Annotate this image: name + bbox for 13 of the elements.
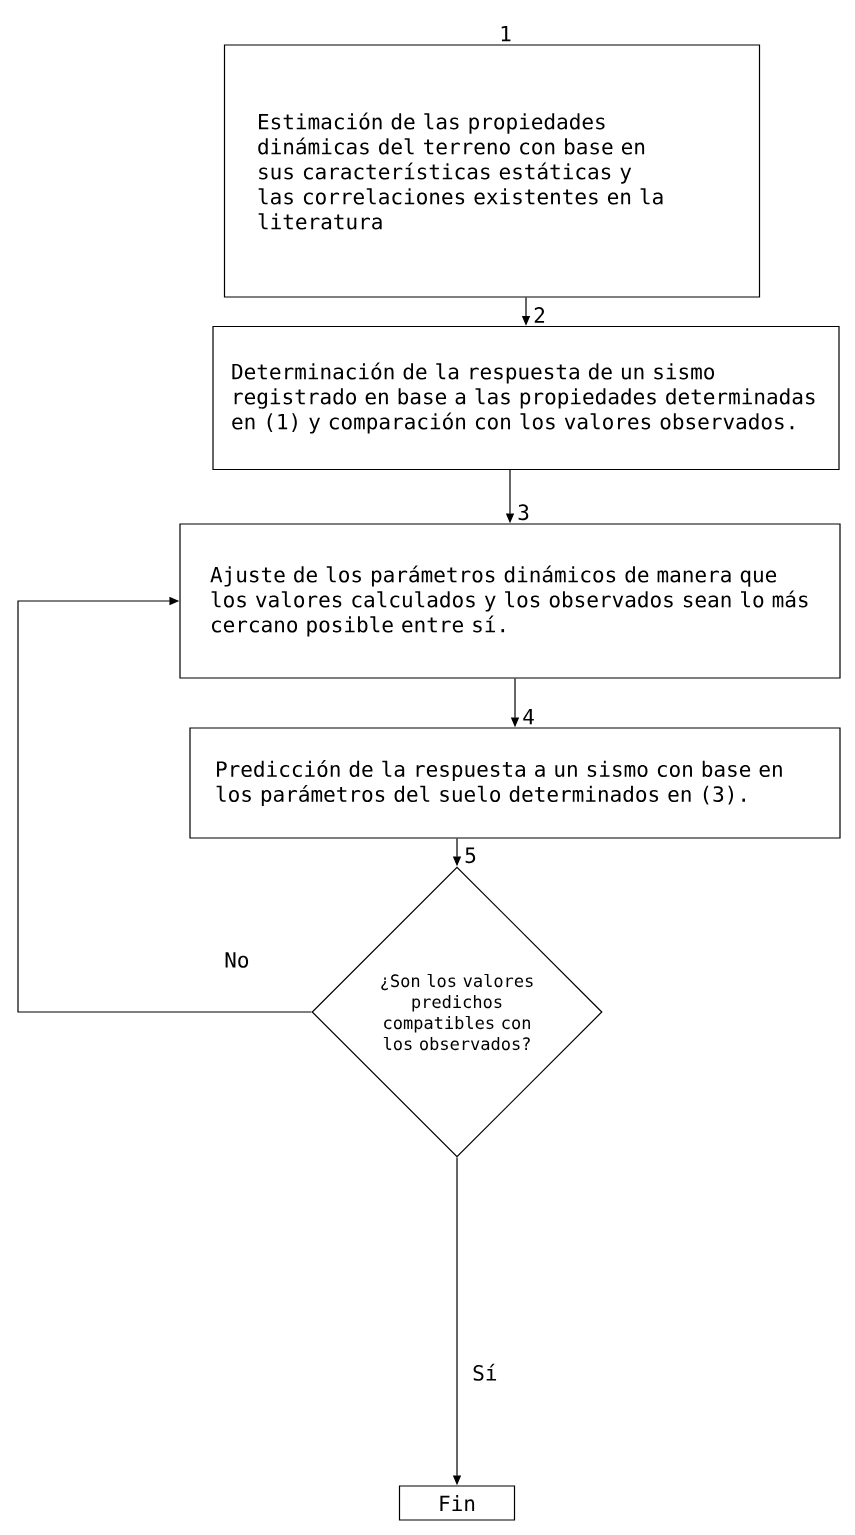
step-number: 4 [523,708,534,725]
terminal-box: Fin [398,1485,516,1521]
edge-label: No [222,950,252,970]
process-box: Ajuste de los parámetros dinámicos de manera que los valores calculados y los observados sean lo más cercano posible entre sí. [179,523,841,679]
process-box: Estimación de las propiedades dinámicas del terreno con base en sus características estáticas y las correlaciones existentes en la literatura [223,44,761,298]
process-box: Determinación de la respuesta de un sismo registrado en base a las propiedades determinadas en (1) y comparación con los valores observados. [212,325,840,471]
arrow [17,596,312,1013]
step-number: 1 [501,25,511,42]
step-number: 5 [465,847,476,864]
process-box: Predicción de la respuesta a un sismo con base en los parámetros del suelo determinados en (3). [189,727,841,839]
step-number: 3 [518,504,529,521]
edge-label: Sí [470,1361,500,1383]
step-number: 2 [534,307,545,323]
